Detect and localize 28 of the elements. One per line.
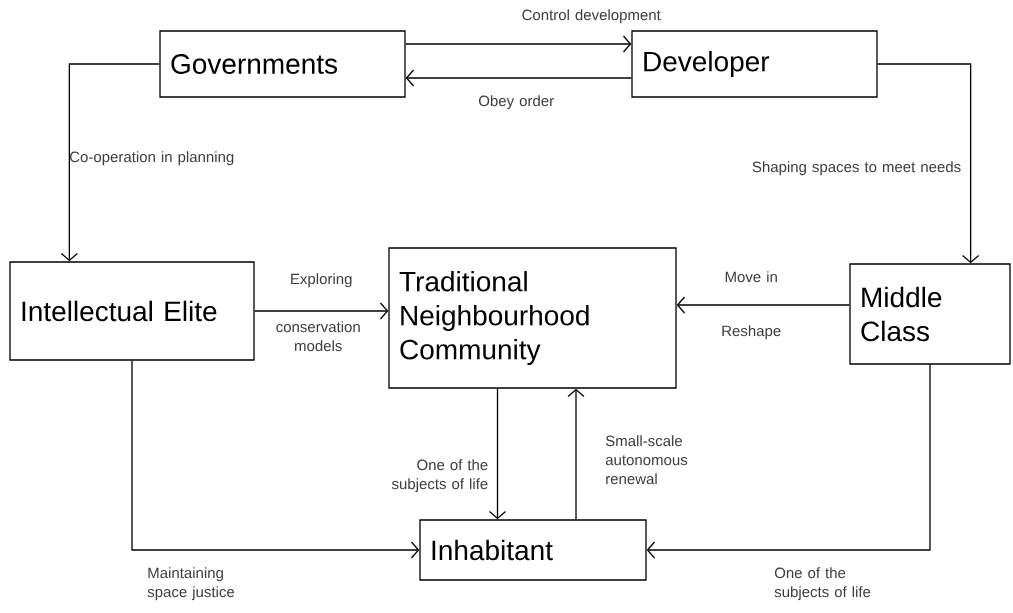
- edge-label: Exploring: [291, 273, 352, 288]
- annotation-text: conservation models: [276, 321, 360, 352]
- edge-label: One of the subjects of life: [774, 567, 871, 601]
- arrow: [131, 360, 420, 559]
- arrow: [676, 296, 850, 314]
- arrow: [60, 63, 160, 262]
- box: Intellectual Elite: [9, 261, 255, 361]
- arrow: [405, 69, 632, 87]
- edge-label: One of the subjects of life: [391, 459, 488, 493]
- box: Inhabitant: [419, 519, 647, 581]
- arrow: [488, 388, 507, 520]
- edge-label: Obey order: [479, 95, 554, 110]
- annotation-text: Reshape: [722, 325, 781, 340]
- edge-label: Co-operation in planning: [70, 151, 234, 166]
- edge-label: Move in: [725, 271, 777, 283]
- box: Middle Class: [849, 263, 1011, 365]
- edge-label: Control development: [522, 9, 661, 24]
- arrow: [877, 63, 980, 264]
- box: Developer: [631, 30, 878, 98]
- arrow: [567, 388, 585, 520]
- edge-label: Shaping spaces to meet needs: [752, 161, 961, 176]
- edge-label: Small-scale autonomous renewal: [605, 435, 688, 485]
- arrow: [405, 35, 632, 53]
- arrow: [254, 302, 389, 320]
- box: Traditional Neighbourhood Community: [388, 247, 677, 389]
- edge-label: Maintaining space justice: [147, 567, 235, 601]
- arrow: [646, 364, 931, 559]
- box: Governments: [159, 30, 406, 98]
